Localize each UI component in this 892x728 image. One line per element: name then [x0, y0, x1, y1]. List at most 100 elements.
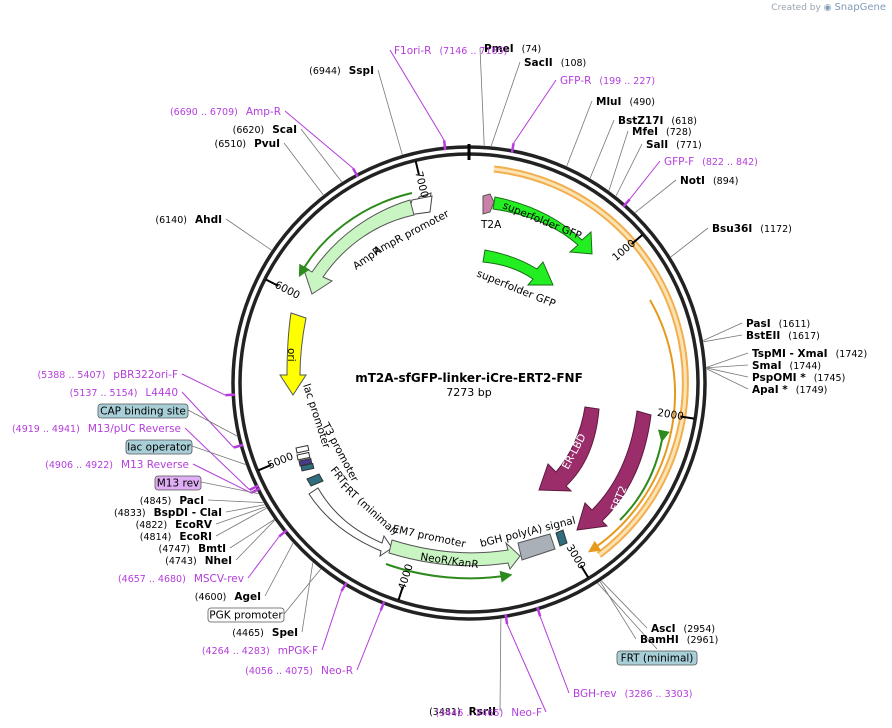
- orf-highlight-inner: [493, 167, 687, 557]
- enzyme-bspdi-clai[interactable]: (4833)BspDI - ClaI: [114, 507, 222, 519]
- primer-leader-neo-f: [506, 623, 547, 713]
- box-lac-operator[interactable]: [125, 439, 193, 455]
- enzyme-spei[interactable]: (4465)SpeI: [232, 627, 298, 639]
- enzyme-asci[interactable]: AscI(2954): [651, 623, 715, 635]
- feature-frt[interactable]: [306, 473, 324, 487]
- feature-cap-mark[interactable]: [300, 462, 315, 472]
- feature-neor-kanr[interactable]: [388, 539, 521, 571]
- feature-t2a[interactable]: [482, 193, 495, 215]
- primer-leader-amp-r: [284, 110, 354, 169]
- primer-pbr322ori-f[interactable]: (5388 .. 5407)pBR322ori-F: [37, 369, 178, 381]
- enzyme-bsteii[interactable]: BstEII(1617): [746, 330, 820, 342]
- leader-ecori: [215, 507, 267, 537]
- scale-tick-label: 7000: [412, 170, 430, 199]
- enzyme-paci[interactable]: (4845)PacI: [140, 495, 204, 507]
- feature-pgk-promoter[interactable]: [308, 487, 393, 558]
- enzyme-sspi[interactable]: (6944)SspI: [309, 65, 374, 77]
- box-leader-lac-operator: [191, 445, 246, 465]
- scale-tick-label: 6000: [273, 279, 302, 302]
- enzyme-noti[interactable]: NotI(894): [680, 175, 738, 187]
- primer-leader-m13-reverse: [192, 463, 252, 494]
- leader-rsrii: [499, 618, 502, 712]
- feature-bgh-polya[interactable]: [517, 533, 556, 561]
- enzyme-scai[interactable]: (6620)ScaI: [233, 124, 297, 136]
- leader-pasi: [703, 322, 743, 341]
- enzyme-nhei[interactable]: (4743)NheI: [165, 555, 232, 567]
- feature-t3-promoter-mark[interactable]: [296, 451, 311, 461]
- feature-superfolder-gfp[interactable]: [492, 196, 593, 255]
- primer-gfp-f[interactable]: GFP-F(822 .. 842): [664, 156, 758, 168]
- box-label-frt-minimal: FRT (minimal): [621, 653, 694, 665]
- primer-neo-r[interactable]: (4056 .. 4075)Neo-R: [245, 665, 353, 677]
- enzyme-bsu36i[interactable]: Bsu36I(1172): [712, 223, 792, 235]
- leader-pspomi: [706, 367, 749, 378]
- enzyme-ecorv[interactable]: (4822)EcoRV: [136, 519, 213, 531]
- scale-tick: [579, 564, 590, 578]
- orf-highlight: [493, 165, 689, 558]
- scale-tick: [257, 464, 272, 472]
- scale-tick: [397, 586, 404, 601]
- scale-tick-label: 5000: [266, 450, 295, 471]
- enzyme-mfei[interactable]: MfeI(728): [632, 126, 692, 138]
- scale-tick: [265, 278, 279, 287]
- leader-ahdi: [225, 218, 272, 251]
- enzyme-ecori[interactable]: (4814)EcoRI: [140, 531, 212, 543]
- primer-leader-gfp-r: [513, 79, 557, 144]
- primer-mark-amp-r: [351, 167, 359, 178]
- enzyme-agei[interactable]: (4600)AgeI: [195, 591, 261, 603]
- leader-paci: [207, 499, 264, 504]
- enzyme-sacii[interactable]: SacII(108): [524, 57, 586, 69]
- enzyme-bstz17i[interactable]: BstZ17I(618): [618, 115, 697, 127]
- primer-m13-puc-reverse[interactable]: (4919 .. 4941)M13/pUC Reverse: [12, 423, 181, 435]
- primer-leader-l4440: [181, 391, 235, 448]
- primer-amp-r[interactable]: (6690 .. 6709)Amp-R: [170, 106, 281, 118]
- primer-gfp-r[interactable]: GFP-R(199 .. 227): [560, 75, 655, 87]
- enzyme-mlui[interactable]: MluI(490): [596, 96, 655, 108]
- feature-lac-operator-mark[interactable]: [295, 444, 310, 454]
- enzyme-pasi[interactable]: PasI(1611): [746, 318, 810, 330]
- box-pgk-promoter[interactable]: [207, 607, 285, 623]
- leader-nhei: [235, 520, 275, 561]
- enzyme-pspomi[interactable]: PspOMI *(1745): [752, 372, 845, 384]
- box-cap-binding-site[interactable]: [97, 403, 189, 419]
- primer-leader-m13-puc-reverse: [184, 427, 250, 491]
- enzyme-pmei[interactable]: PmeI(74): [484, 43, 541, 55]
- leader-bsu36i: [670, 227, 709, 258]
- watermark-brand: SnapGene: [834, 2, 886, 13]
- primer-mark-f1ori-r: [442, 140, 447, 151]
- feature-er-lbd[interactable]: [538, 406, 600, 492]
- leader-noti: [634, 179, 677, 213]
- leader-sacii: [490, 61, 521, 147]
- box-frt-minimal[interactable]: [616, 650, 698, 666]
- feature-label-ampr: AmpR: [351, 245, 384, 273]
- enzyme-rsrii[interactable]: (3481)RsrII: [429, 706, 496, 718]
- primer-leader-f1ori-r: [389, 49, 445, 141]
- box-label-m13-rev: M13 rev: [157, 478, 200, 490]
- primer-mark-l4440: [233, 443, 244, 449]
- feature-ori[interactable]: [279, 312, 307, 396]
- box-leader-pgk-promoter: [283, 568, 322, 615]
- primer-bgh-rev[interactable]: BGH-rev(3286 .. 3303): [573, 688, 692, 700]
- enzyme-ahdi[interactable]: (6140)AhdI: [155, 214, 222, 226]
- primer-mpgk-f[interactable]: (4264 .. 4283)mPGK-F: [202, 645, 318, 657]
- enzyme-bmti[interactable]: (4747)BmtI: [159, 543, 226, 555]
- primer-mscv-rev[interactable]: (4657 .. 4680)MSCV-rev: [118, 573, 244, 585]
- enzyme-apai[interactable]: ApaI *(1749): [752, 384, 827, 396]
- enzyme-tspmi-xmai[interactable]: TspMI - XmaI(1742): [752, 348, 867, 360]
- leader-agei: [264, 543, 294, 597]
- enzyme-smai[interactable]: SmaI(1744): [752, 360, 821, 372]
- feature-frt-2[interactable]: [555, 529, 568, 547]
- box-m13-rev[interactable]: [154, 475, 202, 491]
- primer-mark-mpgk-f: [340, 581, 348, 592]
- enzyme-sali[interactable]: SalI(771): [646, 139, 702, 151]
- primer-neo-f[interactable]: (3446 .. 3465)Neo-F: [435, 707, 542, 719]
- feature-ampr[interactable]: [302, 199, 415, 295]
- feature-ert2[interactable]: [576, 410, 652, 531]
- feature-label-ori: ori: [285, 348, 297, 362]
- primer-m13-reverse[interactable]: (4906 .. 4922)M13 Reverse: [45, 459, 189, 471]
- enzyme-pvui[interactable]: (6510)PvuI: [214, 138, 280, 150]
- feature-superfolder-gfp-2[interactable]: [482, 249, 554, 286]
- primer-l4440[interactable]: (5137 .. 5154)L4440: [70, 387, 178, 399]
- enzyme-bamhi[interactable]: BamHI(2961): [640, 634, 718, 646]
- primer-f1ori-r[interactable]: F1ori-R(7146 .. 7165): [394, 45, 507, 57]
